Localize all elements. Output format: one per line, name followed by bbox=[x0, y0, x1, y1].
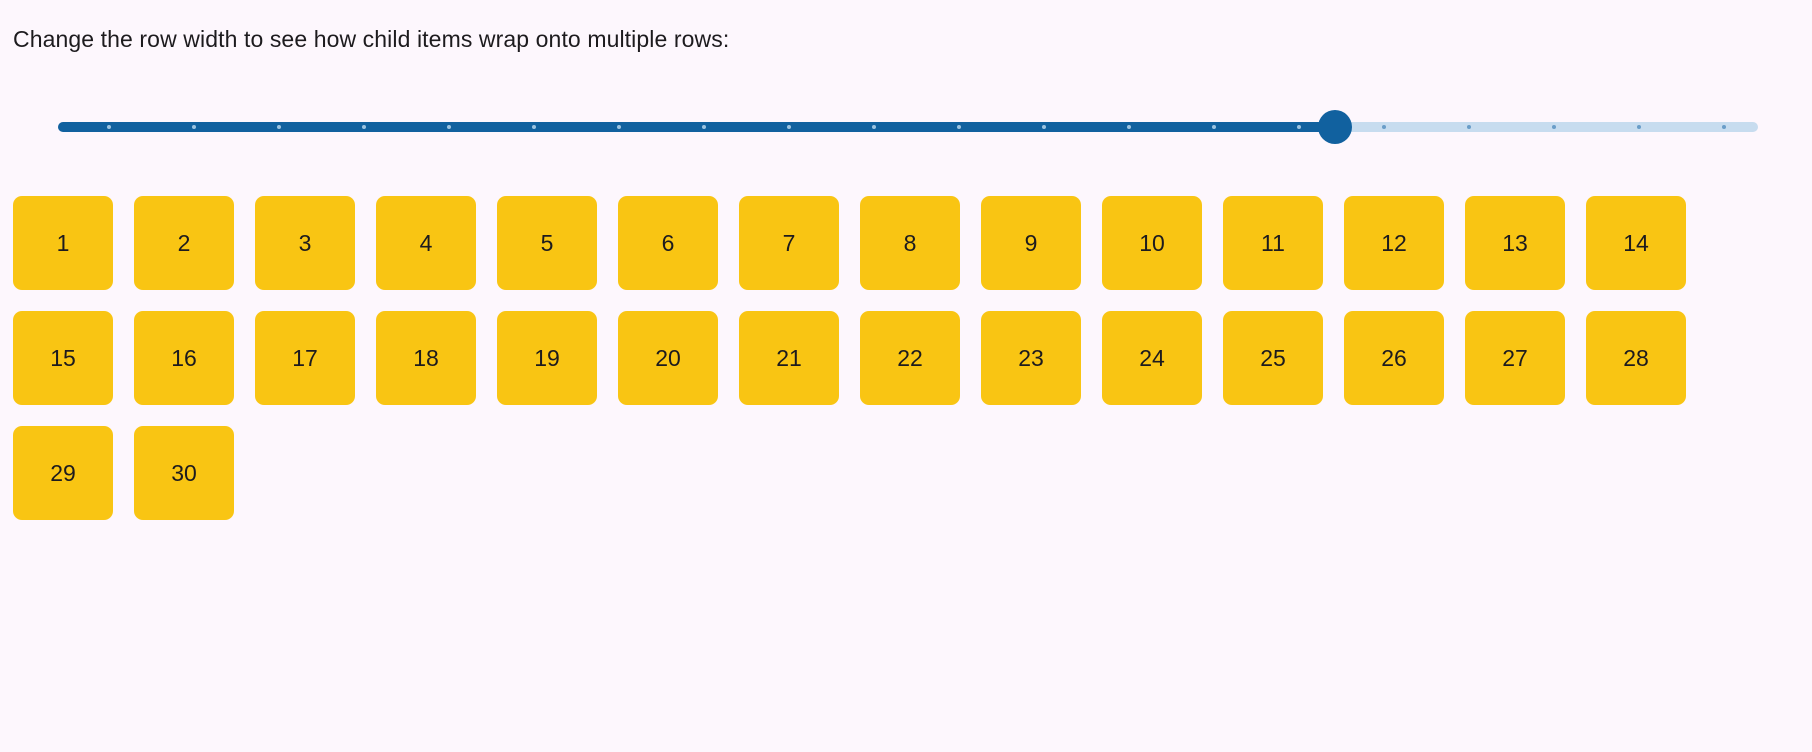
wrap-item: 23 bbox=[981, 311, 1081, 405]
slider-tick bbox=[1466, 125, 1471, 129]
wrap-item: 9 bbox=[981, 196, 1081, 290]
wrap-item: 16 bbox=[134, 311, 234, 405]
slider-tick bbox=[1296, 125, 1301, 129]
wrap-item: 10 bbox=[1102, 196, 1202, 290]
wrap-item: 8 bbox=[860, 196, 960, 290]
slider-tick bbox=[1381, 125, 1386, 129]
wrap-item: 20 bbox=[618, 311, 718, 405]
wrap-item: 22 bbox=[860, 311, 960, 405]
slider-region bbox=[0, 96, 1812, 158]
wrap-item: 13 bbox=[1465, 196, 1565, 290]
page-title: Change the row width to see how child it… bbox=[13, 26, 730, 52]
slider-tick bbox=[1721, 125, 1726, 129]
wrap-item: 2 bbox=[134, 196, 234, 290]
wrap-item: 15 bbox=[13, 311, 113, 405]
wrap-item: 29 bbox=[13, 426, 113, 520]
slider-tick bbox=[1041, 125, 1046, 129]
slider-tick bbox=[956, 125, 961, 129]
wrap-item: 6 bbox=[618, 196, 718, 290]
wrap-item: 14 bbox=[1586, 196, 1686, 290]
slider-tick-marks bbox=[58, 122, 1758, 132]
slider-tick bbox=[616, 125, 621, 129]
slider-tick bbox=[701, 125, 706, 129]
slider-tick bbox=[106, 125, 111, 129]
slider-tick bbox=[531, 125, 536, 129]
wrap-item: 21 bbox=[739, 311, 839, 405]
slider-tick bbox=[191, 125, 196, 129]
wrap-item: 25 bbox=[1223, 311, 1323, 405]
slider-tick bbox=[871, 125, 876, 129]
wrap-item: 4 bbox=[376, 196, 476, 290]
wrap-item: 7 bbox=[739, 196, 839, 290]
slider-tick bbox=[1551, 125, 1556, 129]
wrap-item: 24 bbox=[1102, 311, 1202, 405]
wrap-item: 5 bbox=[497, 196, 597, 290]
wrap-item: 11 bbox=[1223, 196, 1323, 290]
slider-tick bbox=[1636, 125, 1641, 129]
slider-tick bbox=[276, 125, 281, 129]
slider-tick bbox=[786, 125, 791, 129]
slider-track-fill[interactable] bbox=[58, 122, 1335, 132]
wrap-item: 30 bbox=[134, 426, 234, 520]
slider-tick bbox=[446, 125, 451, 129]
wrap-item: 17 bbox=[255, 311, 355, 405]
wrap-item: 19 bbox=[497, 311, 597, 405]
row-width-slider[interactable] bbox=[58, 110, 1758, 144]
slider-tick bbox=[1126, 125, 1131, 129]
wrap-item: 1 bbox=[13, 196, 113, 290]
wrap-item: 27 bbox=[1465, 311, 1565, 405]
wrap-item: 12 bbox=[1344, 196, 1444, 290]
slider-tick bbox=[361, 125, 366, 129]
wrap-item: 28 bbox=[1586, 311, 1686, 405]
slider-thumb[interactable] bbox=[1318, 110, 1352, 144]
slider-tick bbox=[1211, 125, 1216, 129]
wrap-item: 3 bbox=[255, 196, 355, 290]
wrap-item: 18 bbox=[376, 311, 476, 405]
wrap-item: 26 bbox=[1344, 311, 1444, 405]
